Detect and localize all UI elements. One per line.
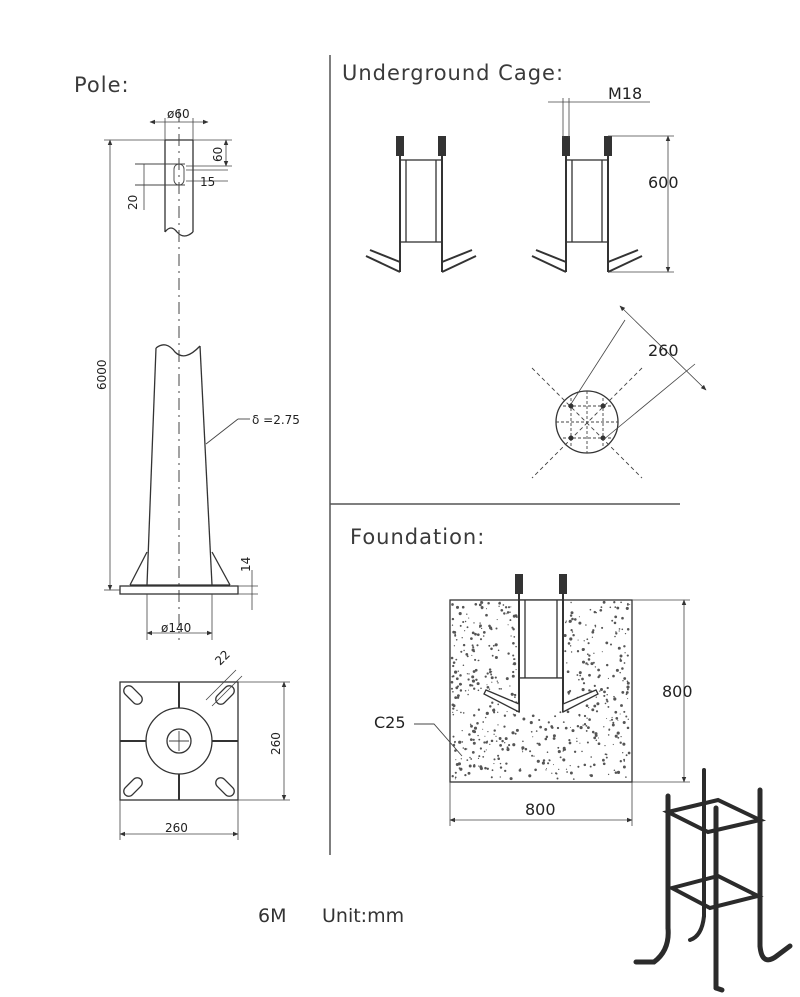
dim-top-diameter: ø60 [167, 107, 190, 121]
cage-title: Underground Cage: [342, 61, 564, 85]
dim-pole-height: 6000 [95, 359, 109, 390]
foundation-title: Foundation: [350, 525, 485, 549]
label-concrete: C25 [374, 713, 406, 732]
dim-base-diameter: ø140 [161, 621, 191, 635]
dim-top-20: 20 [126, 195, 140, 210]
footer-height: 6M [258, 905, 286, 927]
foundation-section [414, 574, 690, 826]
dim-foundation-width: 800 [525, 800, 556, 819]
pole-title: Pole: [74, 73, 130, 97]
dim-cage-height: 600 [648, 173, 679, 192]
cage-left-elevation [365, 136, 477, 273]
dim-plate-side: 260 [269, 732, 283, 755]
dim-thickness: δ =2.75 [252, 413, 300, 427]
dim-base-14: 14 [239, 557, 253, 572]
dim-foundation-height: 800 [662, 682, 693, 701]
dim-top-60: 60 [211, 147, 225, 162]
dim-plate-bottom: 260 [165, 821, 188, 835]
pole-elevation [119, 110, 250, 640]
cage-right-elevation [531, 98, 674, 273]
dim-top-15: 15 [200, 175, 215, 189]
base-plate-plan [119, 669, 290, 840]
dim-bolt: M18 [608, 84, 642, 103]
dim-hole: 22 [212, 647, 233, 668]
concrete-texture [450, 600, 631, 781]
pole-dimensions [104, 118, 258, 640]
cage-3d-render [633, 768, 793, 993]
dim-cage-spacing: 260 [648, 341, 679, 360]
footer-unit: Unit:mm [322, 905, 404, 927]
cage-plan [531, 305, 707, 479]
